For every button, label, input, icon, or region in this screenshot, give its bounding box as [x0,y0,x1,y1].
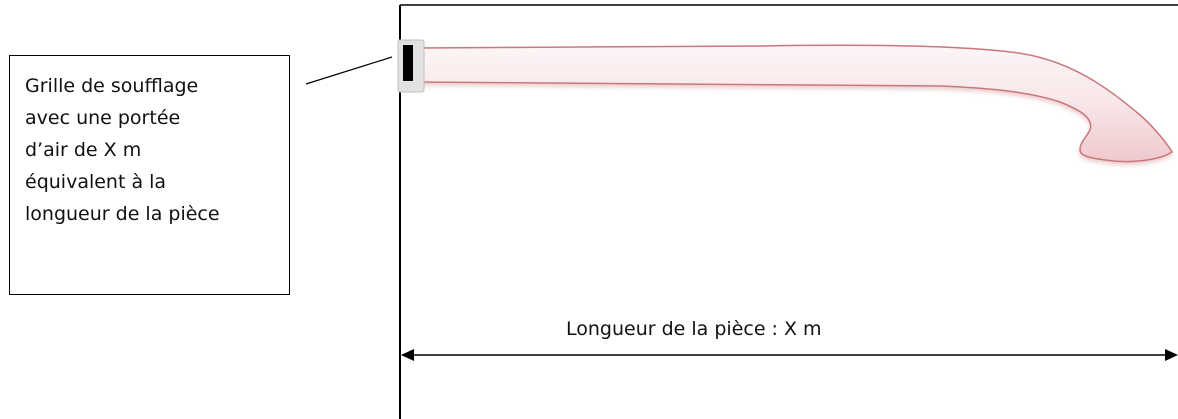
airflow-jet [417,44,1173,163]
dimension-arrowhead-right [1165,349,1178,361]
callout-line: avec une portée [25,107,181,129]
grille-callout-box: Grille de soufflage avec une portée d’ai… [9,55,290,295]
callout-line: d’air de X m [25,139,142,161]
callout-line: équivalent à la [25,171,167,193]
dimension-arrowhead-left [401,349,414,361]
callout-leader [305,56,393,85]
grille-slot [403,45,413,81]
callout-line: Grille de soufflage [25,75,199,97]
room-length-label: Longueur de la pièce : X m [566,318,822,340]
callout-line: longueur de la pièce [25,203,220,225]
